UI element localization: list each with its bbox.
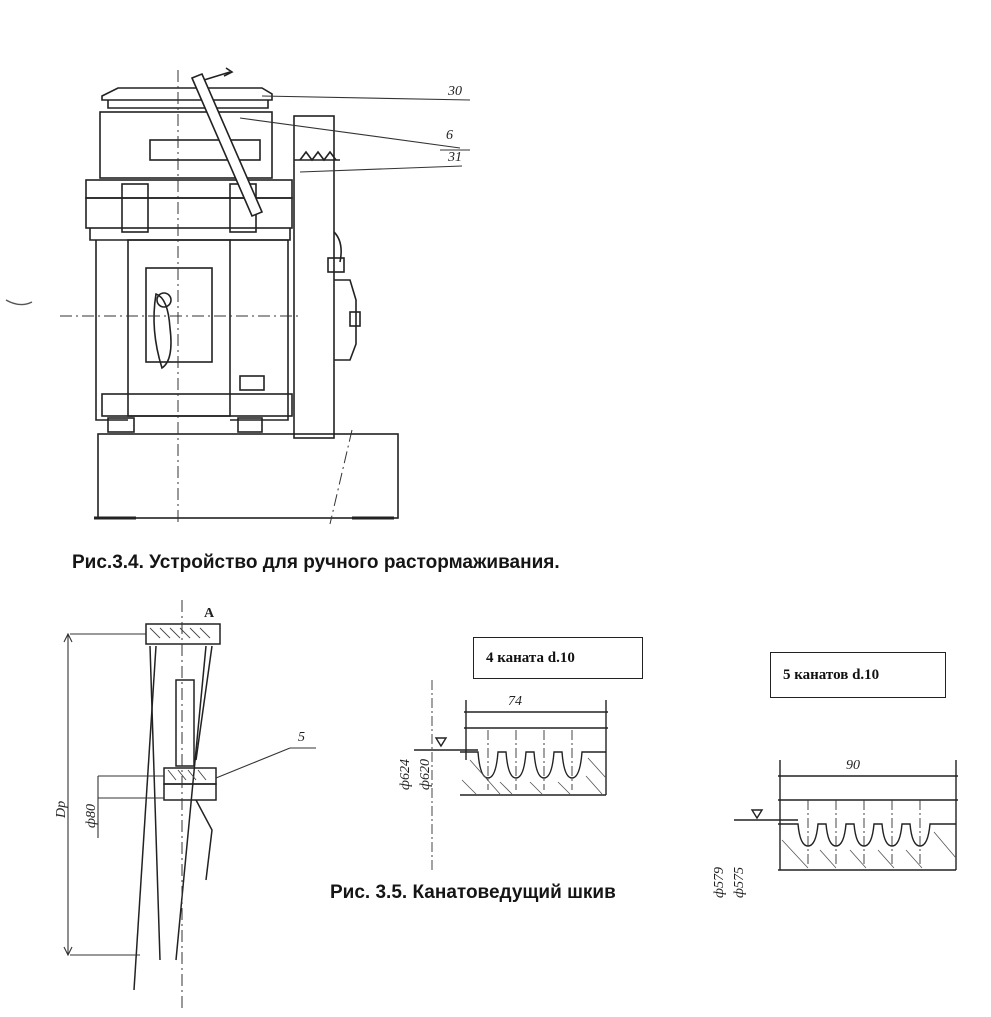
- sheave-5-title-box: 5 канатов d.10: [770, 652, 946, 698]
- sheave-4-title: 4 каната d.10: [486, 649, 575, 666]
- sheave-4-dia-outer: ф624: [398, 759, 413, 790]
- pulley-label-dp: Dp: [54, 800, 69, 818]
- callout-6: 6: [446, 128, 453, 143]
- sheave-4-width-dim: 74: [508, 694, 522, 709]
- sheave-5-dia-inner: ф575: [732, 867, 747, 898]
- sheave-5-width-dim: 90: [846, 758, 860, 773]
- callout-31: 31: [448, 150, 462, 165]
- pulley-label-a: A: [204, 606, 215, 621]
- pulley-dim-80: ф80: [84, 804, 99, 828]
- sheave-4-dia-inner: ф620: [418, 759, 433, 790]
- sheave-5-dia-outer: ф579: [712, 867, 727, 898]
- figure-35-caption: Рис. 3.5. Канатоведущий шкив: [330, 882, 616, 903]
- sheave-4-title-box: 4 каната d.10: [473, 637, 643, 679]
- callout-30: 30: [448, 84, 462, 99]
- figure-34-caption: Рис.3.4. Устройство для ручного расторма…: [72, 552, 560, 573]
- pulley-callout-5: 5: [298, 730, 305, 745]
- sheave-5-title: 5 канатов d.10: [783, 666, 880, 683]
